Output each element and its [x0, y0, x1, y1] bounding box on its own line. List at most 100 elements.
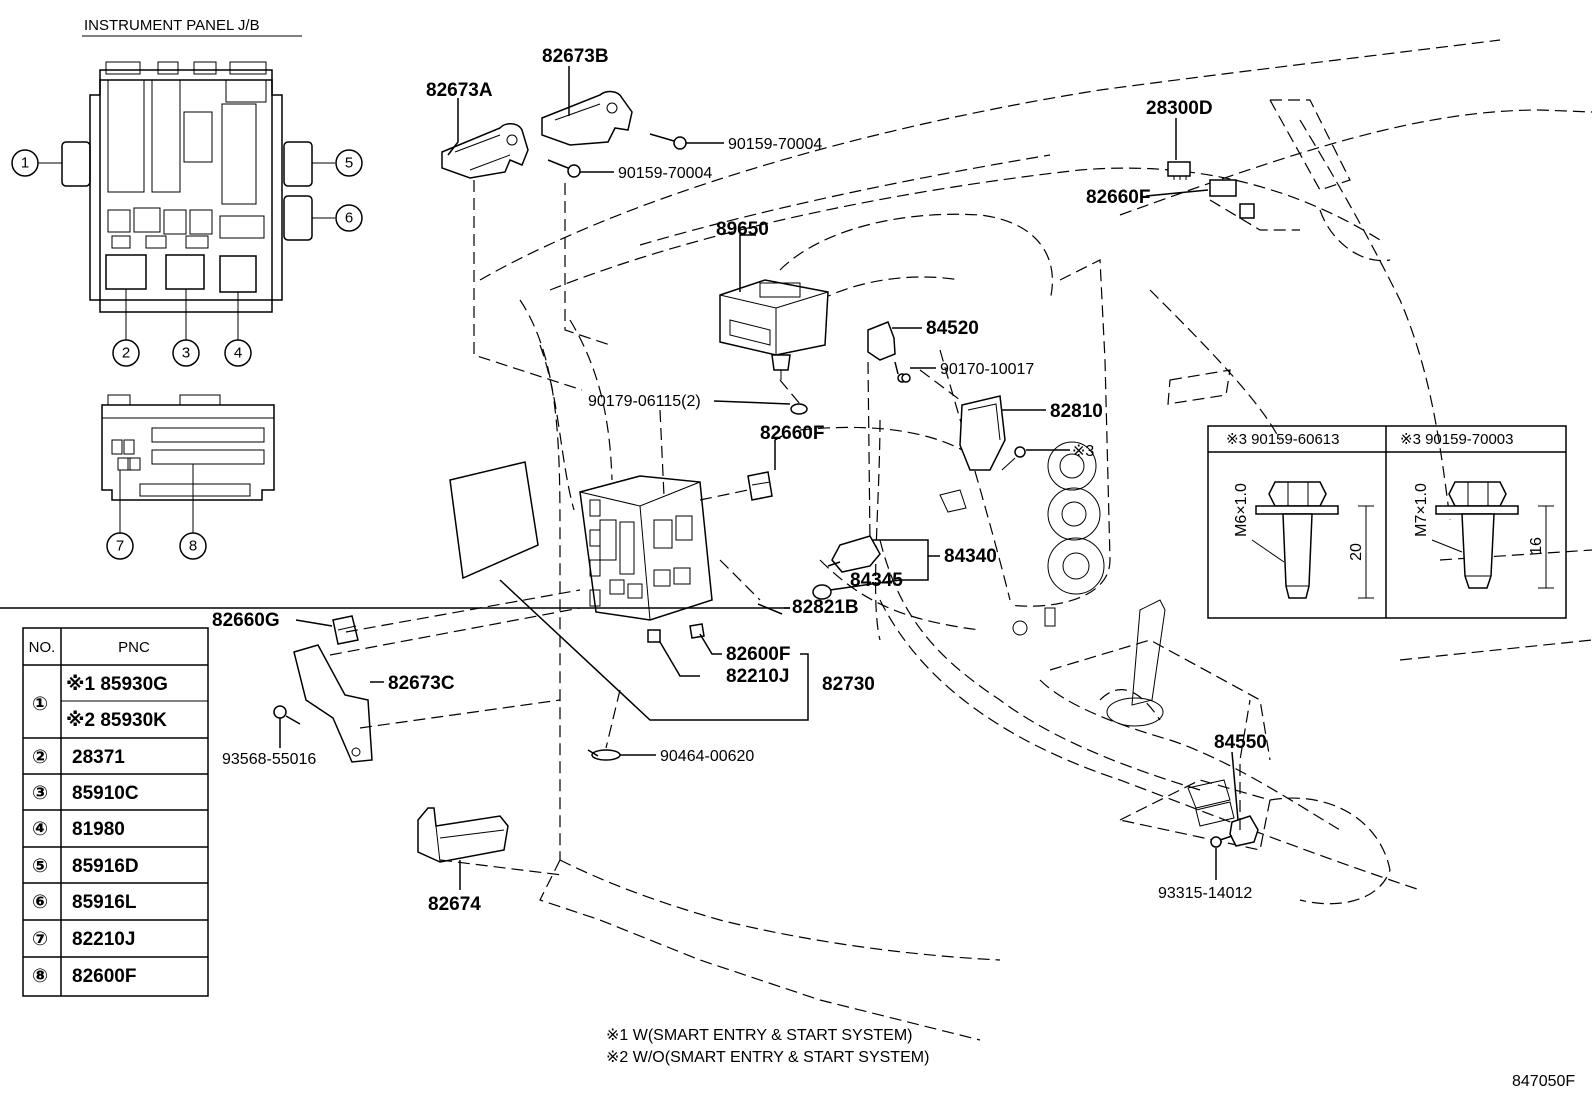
- footnote-1: ※1 W(SMART ENTRY & START SYSTEM): [606, 1027, 913, 1044]
- bracket-82673c: [293, 644, 373, 763]
- diagram-code: 847050F: [1512, 1073, 1575, 1090]
- callout-1: 1: [11, 149, 39, 177]
- footnote-2: ※2 W/O(SMART ENTRY & START SYSTEM): [606, 1049, 929, 1066]
- connector-82660g: [332, 615, 359, 645]
- callout-3: 3: [172, 339, 200, 367]
- table-cell-pnc: 85916D: [72, 856, 139, 877]
- diagram-title: INSTRUMENT PANEL J/B: [84, 17, 260, 34]
- label-90159-70004-lower: 90159-70004: [618, 165, 712, 182]
- callout-8: 8: [179, 532, 207, 560]
- screw-93315-14012: [1210, 835, 1233, 848]
- svg-text:1: 1: [21, 155, 29, 172]
- screw-90159-70004-upper: [649, 133, 687, 150]
- table-row-no: ③: [32, 783, 48, 804]
- relay-82210j: [647, 629, 661, 643]
- label-90179-06115: 90179-06115(2): [588, 393, 701, 410]
- table-cell-pnc: ※1 85930G: [66, 674, 168, 695]
- table-row-no: ⑤: [32, 856, 48, 877]
- bracket-82674: [417, 807, 509, 863]
- table-header-pnc: PNC: [118, 639, 150, 656]
- label-82673b: 82673B: [542, 46, 609, 67]
- table-cell-pnc: ※2 85930K: [66, 710, 167, 731]
- connector-28300d: [1167, 161, 1191, 180]
- switch-84550: [1187, 779, 1259, 847]
- svg-text:6: 6: [345, 210, 353, 227]
- label-82660f-mid: 82660F: [760, 423, 824, 444]
- bolt-thread-left: M6×1.0: [1233, 483, 1250, 537]
- label-note-3: ※3: [1072, 443, 1094, 460]
- label-82730: 82730: [822, 674, 875, 695]
- label-84520: 84520: [926, 318, 979, 339]
- junction-block-side-view: [101, 394, 275, 501]
- label-82660g: 82660G: [212, 610, 280, 631]
- callout-5: 5: [335, 149, 363, 177]
- bolt-detail-box: ※3 90159-60613 ※3 90159-70003 20 M6×1.0 …: [1207, 425, 1567, 619]
- bolt-length-left: 20: [1348, 543, 1365, 561]
- module-89650: [719, 279, 829, 380]
- label-90159-70004-upper: 90159-70004: [728, 136, 822, 153]
- label-82810: 82810: [1050, 401, 1103, 422]
- svg-text:4: 4: [234, 345, 242, 362]
- label-84550: 84550: [1214, 732, 1267, 753]
- screw-90159-70004-lower: [547, 159, 581, 178]
- label-82821b: 82821B: [792, 597, 859, 618]
- pnc-table: NO. PNC ① ※1 85930G ※2 85930K ② 28371 ③ …: [22, 627, 209, 997]
- label-84340: 84340: [944, 546, 997, 567]
- junction-block-top-view: [61, 61, 313, 313]
- callout-4: 4: [224, 339, 252, 367]
- label-82674: 82674: [428, 894, 481, 915]
- bolt-header-left: ※3 90159-60613: [1226, 431, 1340, 448]
- callout-6: 6: [335, 204, 363, 232]
- table-row-no: ⑥: [32, 892, 48, 913]
- table-cell-pnc: 28371: [72, 747, 125, 768]
- table-row-no: ⑧: [32, 966, 48, 987]
- label-82673a: 82673A: [426, 80, 493, 101]
- table-cell-pnc: 81980: [72, 819, 125, 840]
- table-row-no: ⑦: [32, 929, 48, 950]
- connector-82660f-upper: [1209, 179, 1255, 219]
- nut-90179-06115: [790, 403, 808, 415]
- label-82600f: 82600F: [726, 644, 790, 665]
- junction-block-82730: [579, 475, 713, 621]
- table-row-no: ①: [32, 694, 48, 715]
- svg-text:2: 2: [122, 345, 130, 362]
- bolt-length-right: 16: [1528, 537, 1545, 555]
- label-93568-55016: 93568-55016: [222, 751, 316, 768]
- svg-text:8: 8: [189, 538, 197, 555]
- table-row-no: ②: [32, 747, 48, 768]
- part-82821b: [757, 603, 783, 615]
- connector-82660f-mid: [747, 471, 773, 501]
- relay-84520: [867, 321, 907, 383]
- table-cell-pnc: 82600F: [72, 966, 136, 987]
- label-82660f-upper: 82660F: [1086, 187, 1150, 208]
- clamp-90464-00620: [587, 749, 621, 761]
- svg-text:5: 5: [345, 155, 353, 172]
- bolt-thread-right: M7×1.0: [1413, 483, 1430, 537]
- table-header-no: NO.: [29, 639, 56, 656]
- svg-text:7: 7: [116, 538, 124, 555]
- table-cell-pnc: 85916L: [72, 892, 137, 913]
- bracket-82673a: [441, 123, 529, 179]
- label-82210j: 82210J: [726, 666, 789, 687]
- nut-90170-10017: [901, 373, 911, 383]
- table-row-no: ④: [32, 819, 48, 840]
- bolt-header-right: ※3 90159-70003: [1400, 431, 1514, 448]
- label-93315-14012: 93315-14012: [1158, 885, 1252, 902]
- callout-7: 7: [106, 532, 134, 560]
- cushion-84345: [812, 584, 832, 600]
- label-90464-00620: 90464-00620: [660, 748, 754, 765]
- label-90170-10017: 90170-10017: [940, 361, 1034, 378]
- bracket-82673b: [541, 90, 633, 146]
- label-82673c: 82673C: [388, 673, 455, 694]
- bolt-93568-55016: [273, 705, 301, 725]
- svg-text:3: 3: [182, 345, 190, 362]
- table-cell-pnc: 82210J: [72, 929, 135, 950]
- ecu-plate: [449, 461, 539, 580]
- label-89650: 89650: [716, 219, 769, 240]
- table-cell-pnc: 85910C: [72, 783, 139, 804]
- label-28300d: 28300D: [1146, 98, 1213, 119]
- ecu-82810: [939, 395, 1026, 513]
- callout-2: 2: [112, 339, 140, 367]
- switch-84340: [827, 535, 881, 573]
